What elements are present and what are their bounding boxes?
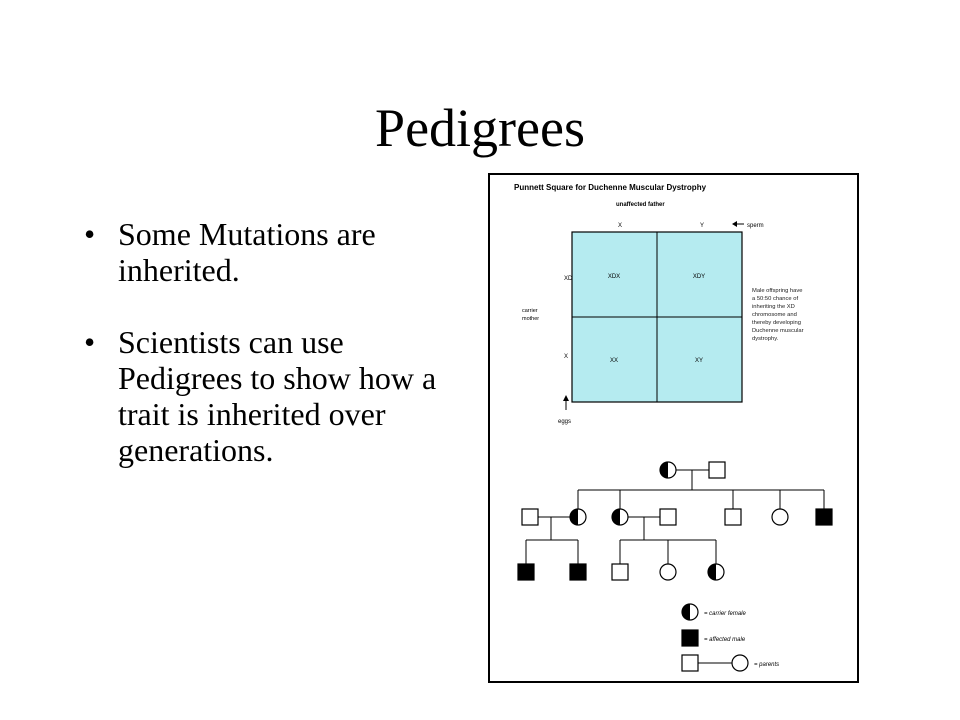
sperm-arrow-head — [732, 221, 737, 227]
bullet-item: • Some Mutations are inherited. — [84, 216, 464, 288]
carrier-female-fill — [660, 462, 668, 478]
punnett-title: Punnett Square for Duchenne Muscular Dys… — [514, 183, 707, 192]
carrier-female-fill — [570, 509, 578, 525]
unaffected-male-icon — [611, 563, 629, 581]
bullet-text: Some Mutations are inherited. — [118, 216, 376, 288]
punnett-pedigree-figure: Punnett Square for Duchenne Muscular Dys… — [488, 172, 860, 684]
mother-label-line2: mother — [522, 316, 539, 322]
col-allele-y: Y — [700, 223, 704, 229]
note-line: Male offspring have — [752, 288, 803, 294]
unaffected-female-icon — [771, 508, 789, 526]
unaffected-male-icon — [724, 508, 742, 526]
row-allele-x: X — [564, 354, 568, 360]
bullet-icon: • — [84, 324, 96, 360]
figure-svg: Punnett Square for Duchenne Muscular Dys… — [488, 173, 859, 683]
unaffected-male-icon — [708, 461, 726, 479]
note-line: thereby developing — [752, 320, 801, 326]
cell-xdy: XDY — [693, 274, 705, 280]
bullet-icon: • — [84, 216, 96, 252]
carrier-female-fill — [612, 509, 620, 525]
bullet-list: • Some Mutations are inherited. • Scient… — [84, 216, 464, 504]
row-allele-xd: XD — [564, 276, 573, 282]
sperm-label: sperm — [747, 223, 764, 229]
slide-title: Pedigrees — [375, 98, 585, 158]
affected-male-icon — [569, 563, 587, 581]
legend-carrier-fill — [682, 604, 690, 620]
eggs-arrow-head — [563, 395, 569, 401]
note-line: Duchenne muscular — [752, 328, 804, 334]
legend-carrier-label: = carrier female — [704, 611, 747, 617]
legend-parents-male-icon — [681, 654, 699, 672]
note-line: dystrophy. — [752, 336, 779, 342]
unaffected-female-icon — [659, 563, 677, 581]
legend-affected-icon — [681, 629, 699, 647]
legend: = carrier female = affected male = paren… — [681, 603, 779, 672]
bullet-item: • Scientists can use Pedigrees to show h… — [84, 324, 464, 468]
pedigree-gen3 — [517, 563, 725, 581]
legend-parents-female-icon — [731, 654, 749, 672]
unaffected-male-icon — [521, 508, 539, 526]
col-allele-x: X — [618, 223, 622, 229]
carrier-female-fill — [708, 564, 716, 580]
mother-label-line1: carrier — [522, 308, 538, 314]
pedigree-gen2 — [521, 508, 833, 540]
note-line: a 50:50 chance of — [752, 296, 798, 302]
legend-affected-label: = affected male — [704, 637, 746, 643]
cell-xdx: XDX — [608, 274, 620, 280]
note-line: chromosome and — [752, 312, 797, 318]
cell-xx: XX — [610, 358, 618, 364]
affected-male-icon — [517, 563, 535, 581]
affected-male-icon — [815, 508, 833, 526]
father-label: unaffected father — [616, 202, 665, 208]
bullet-text: Scientists can use Pedigrees to show how… — [118, 324, 437, 468]
cell-xy: XY — [695, 358, 703, 364]
unaffected-male-icon — [659, 508, 677, 526]
eggs-label: eggs — [558, 419, 571, 425]
pedigree-gen1 — [659, 461, 726, 490]
legend-parents-label: = parents — [754, 662, 779, 668]
note-line: inheriting the XD — [752, 304, 795, 310]
